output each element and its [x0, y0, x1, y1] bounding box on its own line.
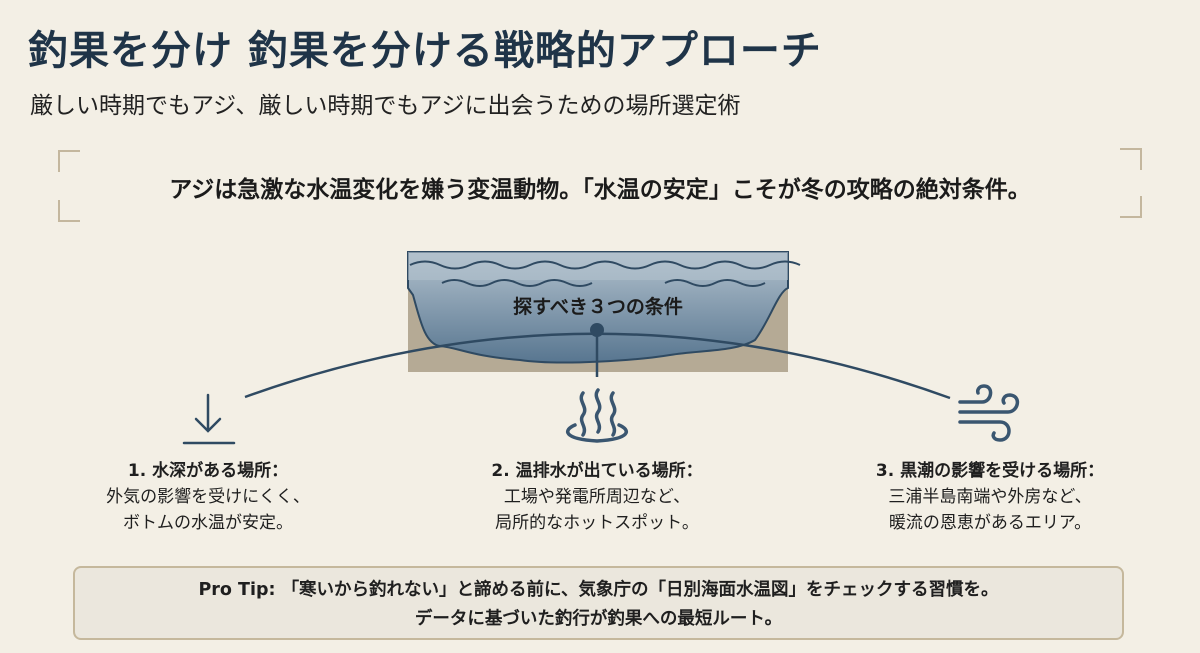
condition-item: 2. 温排水が出ている場所： 工場や発電所周辺など、 局所的なホットスポット。	[437, 458, 757, 536]
hot-spring-icon	[565, 388, 629, 443]
page-subtitle: 厳しい時期でもアジ、厳しい時期でもアジに出会うための場所選定術	[30, 93, 741, 119]
quote-bracket-bottom-left	[58, 200, 80, 222]
connector-dot	[590, 323, 604, 337]
condition-item: 1. 水深がある場所： 外気の影響を受けにくく、 ボトムの水温が安定。	[48, 458, 368, 536]
condition-text: 工場や発電所周辺など、	[503, 487, 691, 507]
wave-line	[409, 260, 801, 270]
quote-bracket-bottom-right	[1120, 196, 1142, 218]
condition-heading: 1. 水深がある場所：	[127, 461, 289, 481]
key-quote: アジは急激な水温変化を嫌う変温動物。「水温の安定」こそが冬の攻略の絶対条件。	[169, 177, 1031, 203]
wind-icon	[958, 384, 1020, 442]
pro-tip-line: データに基づいた釣行が釣果への最短ルート。	[414, 609, 783, 629]
pro-tip-box: Pro Tip: 「寒いから釣れない」と諦める前に、気象庁の「日別海面水温図」を…	[73, 566, 1124, 640]
condition-heading: 2. 温排水が出ている場所：	[491, 461, 703, 481]
condition-heading: 3. 黒潮の影響を受ける場所：	[875, 461, 1105, 481]
condition-text: 三浦半島南端や外房など、	[888, 487, 1092, 507]
page-title: 釣果を分け 釣果を分ける戦略的アプローチ	[28, 27, 822, 74]
quote-bracket-top-left	[58, 150, 80, 172]
condition-item: 3. 黒潮の影響を受ける場所： 三浦半島南端や外房など、 暖流の恩恵があるエリア…	[830, 458, 1150, 536]
down-arrow-icon	[182, 393, 236, 445]
condition-text: 外気の影響を受けにくく、	[106, 487, 310, 507]
pro-tip-line: Pro Tip: 「寒いから釣れない」と諦める前に、気象庁の「日別海面水温図」を…	[198, 580, 999, 600]
condition-text: 暖流の恩恵があるエリア。	[888, 513, 1092, 533]
quote-bracket-top-right	[1120, 148, 1142, 170]
condition-text: ボトムの水温が安定。	[123, 513, 293, 533]
condition-text: 局所的なホットスポット。	[495, 513, 699, 533]
diagram-center-label: 探すべき３つの条件	[513, 296, 683, 318]
